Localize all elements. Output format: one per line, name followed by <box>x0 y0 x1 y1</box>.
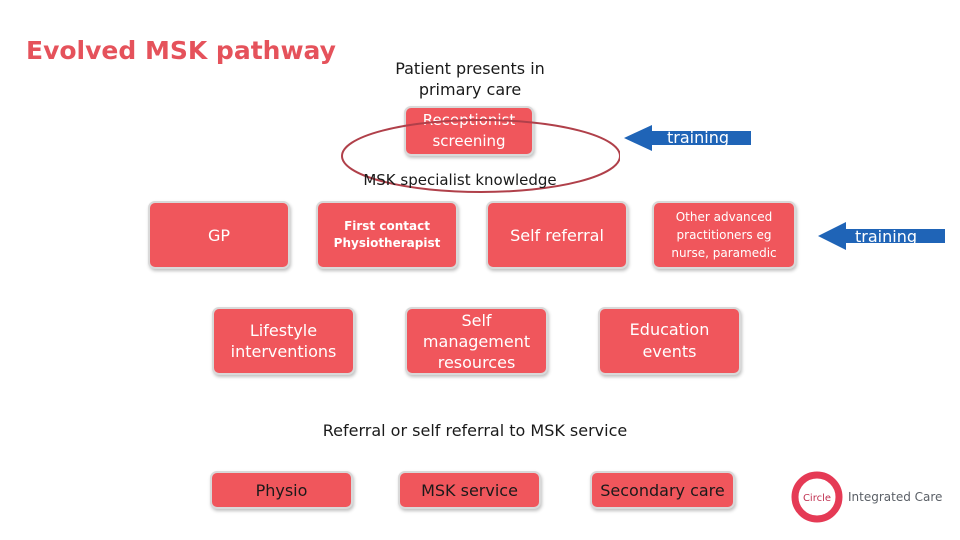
msk-service-label: MSK service <box>421 480 518 500</box>
first-contact-physio-box: First contact Physiotherapist <box>316 201 458 269</box>
gp-box: GP <box>148 201 290 269</box>
education-events-box: Education events <box>598 307 741 375</box>
msk-service-box: MSK service <box>398 471 541 509</box>
circle-logo: Circle Integrated Care <box>790 470 950 526</box>
physio-box: Physio <box>210 471 353 509</box>
gp-label: GP <box>207 225 231 245</box>
referral-text: Referral or self referral to MSK service <box>322 421 628 440</box>
self-referral-box: Self referral <box>486 201 628 269</box>
training-arrow-2: training <box>818 222 946 250</box>
first-contact-physio-label: First contact Physiotherapist <box>333 219 441 250</box>
secondary-care-label: Secondary care <box>600 480 725 500</box>
self-management-box: Self management resources <box>405 307 548 375</box>
patient-presents-text: Patient presents in primary care <box>395 59 545 99</box>
training-label-2: training <box>855 227 917 246</box>
lifestyle-box: Lifestyle interventions <box>212 307 355 375</box>
circle-logo-brand: Circle <box>803 493 831 504</box>
other-practitioners-label: Other advanced practitioners eg nurse, p… <box>671 210 777 260</box>
specialist-ellipse <box>341 119 620 193</box>
education-events-label: Education events <box>629 320 710 361</box>
training-label-1: training <box>667 128 729 147</box>
msk-specialist-text: MSK specialist knowledge <box>363 171 557 189</box>
logo-text: Integrated Care <box>848 490 943 504</box>
self-management-label: Self management resources <box>422 310 531 372</box>
secondary-care-box: Secondary care <box>590 471 735 509</box>
self-referral-label: Self referral <box>510 225 604 245</box>
physio-label: Physio <box>255 480 308 500</box>
other-practitioners-box: Other advanced practitioners eg nurse, p… <box>652 201 796 269</box>
lifestyle-label: Lifestyle interventions <box>230 321 337 361</box>
training-arrow-1: training <box>624 125 752 151</box>
page-title: Evolved MSK pathway <box>26 36 336 65</box>
circle-logo-mark: Circle <box>791 471 843 523</box>
